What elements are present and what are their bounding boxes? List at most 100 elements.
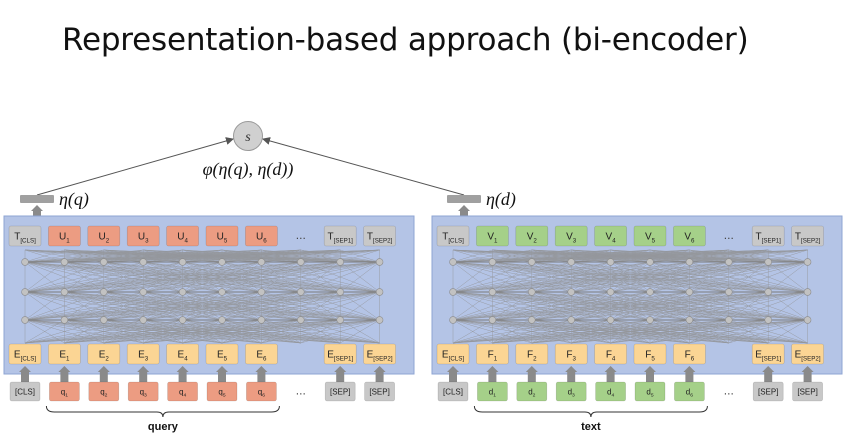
text-pooled-label: η(d) xyxy=(486,189,516,210)
text-embedding-box xyxy=(791,343,824,365)
query-embedding-box xyxy=(363,343,396,365)
query-embedding-label: E3 xyxy=(138,350,149,363)
query-layer-2-node xyxy=(336,288,344,296)
query-embedding: E4 xyxy=(166,343,199,365)
text-output-token: V3 xyxy=(554,225,588,247)
query-output-token-label: U1 xyxy=(59,232,70,245)
query-input-arrow xyxy=(137,366,150,382)
text-output-token: V1 xyxy=(476,225,509,247)
query-embedding: E6 xyxy=(245,343,278,365)
text-layer-1-node xyxy=(449,258,457,266)
query-output-token-label: T[CLS] xyxy=(14,232,36,245)
query-attention-mesh xyxy=(24,249,380,344)
text-layer-3-node xyxy=(764,316,772,324)
text-input-token: ... xyxy=(724,384,734,398)
query-embedding-label: E4 xyxy=(178,350,189,363)
query-input-token-label: q5 xyxy=(218,387,225,398)
query-layer-3-node xyxy=(297,316,305,324)
text-output-token: V6 xyxy=(673,225,706,247)
text-output-token-box xyxy=(554,225,588,247)
text-layer-2-node xyxy=(764,288,772,296)
text-layer-3-node xyxy=(725,316,733,324)
text-layer-3-node xyxy=(488,316,497,324)
text-input-token-box xyxy=(752,381,784,402)
text-embedding: F1 xyxy=(476,343,509,365)
text-input-token: d3 xyxy=(555,381,587,402)
text-layer-1-node xyxy=(685,258,694,266)
query-output-token: U5 xyxy=(205,225,239,247)
query-embedding-label: E6 xyxy=(256,350,267,363)
text-embedding: E[SEP1] xyxy=(751,343,785,365)
text-layer-2-node xyxy=(488,288,497,296)
query-embedding: E[SEP1] xyxy=(323,343,357,365)
query-layer-1-node xyxy=(139,258,147,266)
query-input-token-label: q6 xyxy=(258,387,265,398)
query-input-token-label: q3 xyxy=(140,387,147,398)
text-input-token-label: [SEP] xyxy=(797,387,817,396)
query-embedding-box xyxy=(245,343,278,365)
query-output-token: U1 xyxy=(48,225,81,247)
query-output-token-label: U2 xyxy=(98,232,109,245)
text-output-token-label: V2 xyxy=(527,232,538,245)
query-output-token: U3 xyxy=(126,225,160,247)
text-output-token-label: V5 xyxy=(645,232,656,245)
text-output-token-box xyxy=(476,225,509,247)
query-embedding-box xyxy=(8,343,42,365)
text-embedding: E[CLS] xyxy=(436,343,470,365)
query-to-score-arrow xyxy=(36,137,234,196)
query-input-token-box xyxy=(127,381,159,402)
text-layer-3-node xyxy=(528,316,536,324)
query-input-token-box xyxy=(206,381,238,402)
text-output-token-box xyxy=(633,225,667,247)
query-input-token-label: q4 xyxy=(179,387,186,398)
query-layer-2-node xyxy=(100,288,108,296)
text-embedding-label: F2 xyxy=(527,350,537,363)
text-input-token-label: d3 xyxy=(568,387,575,398)
query-layer-1-node xyxy=(21,258,29,266)
text-input-token-label: [CLS] xyxy=(443,387,463,396)
query-pooled-vector xyxy=(20,195,54,203)
text-embedding-label: F1 xyxy=(488,350,498,363)
text-embedding-label: F4 xyxy=(606,350,616,363)
text-layer-3-node xyxy=(449,316,457,324)
query-output-token-box xyxy=(245,225,278,247)
text-brace xyxy=(473,405,708,418)
query-input-arrow xyxy=(176,366,189,382)
text-input-arrow xyxy=(762,366,775,382)
query-output-token-box xyxy=(323,225,357,247)
text-embedding-box xyxy=(751,343,785,365)
text-input-token: [SEP] xyxy=(752,381,784,402)
query-layer-2-node xyxy=(297,288,305,296)
query-embedding: E[CLS] xyxy=(8,343,42,365)
query-output-token: U2 xyxy=(87,225,121,247)
text-embedding-label: E[SEP1] xyxy=(755,350,781,363)
query-layer-3-node xyxy=(21,316,29,324)
query-output-token: T[CLS] xyxy=(8,225,42,247)
query-layer-1-node xyxy=(60,258,69,266)
text-output-token-box xyxy=(673,225,706,247)
text-input-token: [SEP] xyxy=(792,381,823,402)
text-input-token: [CLS] xyxy=(437,381,469,402)
query-layer-2-node xyxy=(218,288,226,296)
query-output-token: U6 xyxy=(245,225,278,247)
similarity-formula: φ(η(q), η(d)) xyxy=(203,159,294,180)
text-layer-1-node xyxy=(803,258,812,266)
text-input-token-label: d1 xyxy=(489,387,496,398)
text-output-token-box xyxy=(515,225,549,247)
text-input-token-dots: ... xyxy=(724,384,734,398)
text-output-token: T[SEP1] xyxy=(751,225,785,247)
text-input-token-label: d4 xyxy=(607,387,614,398)
text-embedding-box xyxy=(633,343,667,365)
text-input-arrow xyxy=(447,366,459,382)
query-input-token: q6 xyxy=(246,381,277,402)
query-output-token: T[SEP2] xyxy=(363,225,396,247)
query-input-token: [SEP] xyxy=(324,381,356,402)
text-layer-2-node xyxy=(567,288,575,296)
query-layer-3-node xyxy=(178,316,187,324)
text-embedding: E[SEP2] xyxy=(791,343,824,365)
text-layer-2-node xyxy=(449,288,457,296)
query-layer-1-node xyxy=(178,258,187,266)
text-input-arrow xyxy=(683,366,696,382)
